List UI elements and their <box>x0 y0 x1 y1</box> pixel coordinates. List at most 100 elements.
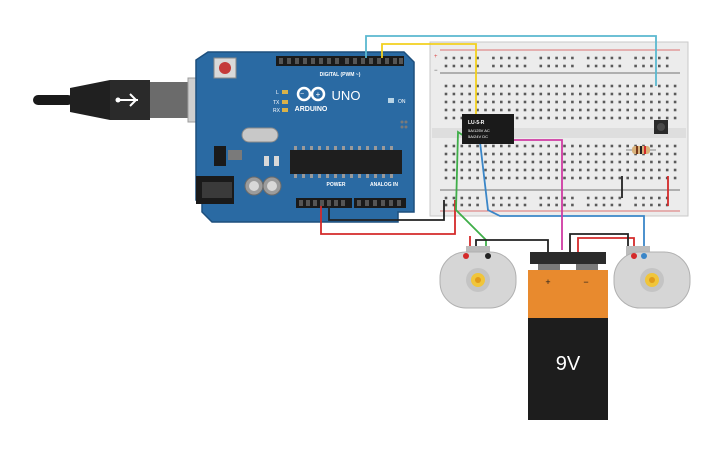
breadboard-hole <box>563 152 566 156</box>
breadboard-hole <box>610 92 614 96</box>
breadboard-hole <box>610 152 614 156</box>
breadboard-hole <box>468 144 471 148</box>
breadboard-hole <box>468 176 471 180</box>
breadboard-hole <box>452 116 456 120</box>
breadboard-hole <box>507 203 511 207</box>
breadboard-hole <box>571 203 574 207</box>
breadboard-hole <box>468 92 471 96</box>
breadboard-hole <box>642 116 645 120</box>
breadboard-hole <box>673 144 677 148</box>
breadboard-hole <box>452 176 456 180</box>
breadboard-hole <box>476 64 479 68</box>
breadboard-hole <box>476 92 479 96</box>
breadboard-hole <box>460 176 464 180</box>
breadboard-hole <box>610 108 614 112</box>
breadboard-hole <box>476 152 479 156</box>
breadboard-hole <box>500 84 503 88</box>
breadboard-hole <box>579 84 582 88</box>
breadboard-hole <box>586 56 590 60</box>
breadboard-hole <box>468 100 471 104</box>
breadboard-hole <box>555 100 558 104</box>
breadboard-hole <box>571 196 574 200</box>
breadboard-hole <box>523 176 527 180</box>
motor-left <box>439 246 517 309</box>
breadboard-hole <box>515 108 519 112</box>
breadboard-hole <box>586 84 590 88</box>
breadboard-hole <box>539 160 543 164</box>
breadboard-hole <box>484 176 487 180</box>
breadboard-hole <box>618 84 622 88</box>
breadboard-hole <box>571 116 574 120</box>
breadboard-hole <box>484 144 487 148</box>
breadboard-hole <box>586 108 590 112</box>
breadboard-hole <box>500 176 503 180</box>
breadboard-hole <box>539 84 543 88</box>
breadboard-hole <box>500 108 503 112</box>
breadboard-hole <box>571 64 574 68</box>
breadboard-hole <box>468 196 471 200</box>
breadboard-hole <box>563 56 566 60</box>
breadboard-hole <box>547 100 550 104</box>
rx-led-label: RX <box>273 108 281 114</box>
breadboard-hole <box>555 168 558 172</box>
breadboard-hole <box>634 108 637 112</box>
breadboard-hole <box>594 108 598 112</box>
breadboard-hole <box>492 160 495 164</box>
breadboard-hole <box>626 168 629 172</box>
breadboard-hole <box>563 176 566 180</box>
breadboard-hole <box>610 168 614 172</box>
breadboard-hole <box>665 160 669 164</box>
breadboard-hole <box>586 100 590 104</box>
breadboard-hole <box>594 100 598 104</box>
breadboard-hole <box>650 176 653 180</box>
breadboard-hole <box>626 160 629 164</box>
breadboard-hole <box>515 144 519 148</box>
breadboard-hole <box>539 116 543 120</box>
breadboard-hole <box>586 160 590 164</box>
svg-text:+: + <box>316 90 321 99</box>
breadboard-hole <box>571 92 574 96</box>
breadboard-hole <box>658 56 661 60</box>
breadboard-hole <box>523 56 527 60</box>
breadboard-hole <box>547 176 550 180</box>
breadboard-hole <box>523 116 527 120</box>
breadboard-hole <box>500 144 503 148</box>
breadboard-hole <box>476 203 479 207</box>
model-label: UNO <box>332 88 361 103</box>
breadboard-hole <box>547 116 550 120</box>
breadboard-hole <box>563 144 566 148</box>
breadboard-hole <box>547 144 550 148</box>
breadboard-hole <box>602 116 606 120</box>
svg-text:−: − <box>300 91 304 98</box>
breadboard-hole <box>563 108 566 112</box>
breadboard-hole <box>642 176 645 180</box>
breadboard-hole <box>531 144 535 148</box>
breadboard-hole <box>642 203 645 207</box>
breadboard-hole <box>476 108 479 112</box>
motor-right <box>613 246 691 309</box>
breadboard-hole <box>452 144 456 148</box>
breadboard-hole <box>523 203 527 207</box>
on-led-label: ON <box>398 99 406 105</box>
breadboard-hole <box>571 176 574 180</box>
power-header-label: POWER <box>327 182 346 188</box>
breadboard-hole <box>618 144 622 148</box>
breadboard-hole <box>555 152 558 156</box>
breadboard-hole <box>571 144 574 148</box>
breadboard-hole <box>610 144 614 148</box>
breadboard-hole <box>634 203 637 207</box>
breadboard-hole <box>515 203 519 207</box>
breadboard-hole <box>563 116 566 120</box>
breadboard-hole <box>634 84 637 88</box>
breadboard-hole <box>579 168 582 172</box>
brand-label: ARDUINO <box>295 106 328 113</box>
breadboard-hole <box>555 196 558 200</box>
breadboard-hole <box>579 116 582 120</box>
breadboard-hole <box>460 116 464 120</box>
breadboard-hole <box>594 84 598 88</box>
rail-minus-label: − <box>434 68 438 74</box>
breadboard-hole <box>484 92 487 96</box>
relay-rating-1: 5A/125V AC <box>468 128 490 133</box>
breadboard-hole <box>523 84 527 88</box>
breadboard-hole <box>531 176 535 180</box>
